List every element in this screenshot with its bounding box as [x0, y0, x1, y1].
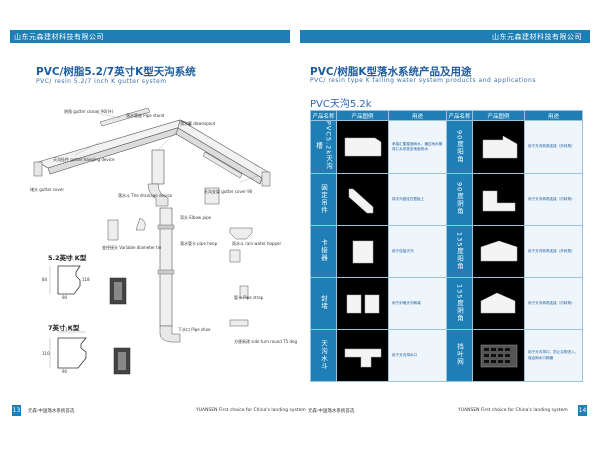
label-footer-note: 方便易改 side turn round 75 deg	[234, 339, 298, 344]
footer-right-english: YUANSEN First choice for China's landing…	[458, 408, 568, 413]
product-use: 用于天沟转角连接（外转角）	[524, 225, 583, 278]
label-drain-bracket: 天沟支架 gutter cover 90	[204, 189, 253, 194]
product-name: 挡叶网	[446, 329, 473, 382]
page-number-right: 14	[578, 405, 587, 416]
table-header-row: 产品名称 产品图例 用途 产品名称 产品图例 用途	[310, 110, 583, 121]
footer-right-slogan: 元森·中国落水系统首选	[308, 409, 355, 414]
product-use: 用于天沟排水口	[388, 329, 447, 382]
product-name: 135度阴角	[446, 277, 473, 330]
header-bar-right	[300, 30, 590, 43]
product-use: 用于天沟排口，防止杂物进入，保证雨水口畅通	[524, 329, 583, 382]
header-use-1: 用途	[388, 110, 447, 121]
dim-7-bottom: 90	[62, 369, 68, 374]
right-page-subtitle: PVC/ resin type K falling water system p…	[310, 77, 536, 84]
product-table: 产品名称 产品图例 用途 产品名称 产品图例 用途 PVC5.2k天沟槽 承接汇…	[310, 110, 583, 382]
footer-left-slogan: 元森·中国落水系统首选	[28, 409, 75, 414]
label-outlet: 落水斗 The drainage device	[118, 193, 173, 198]
product-image	[336, 120, 389, 174]
label-downspout: 落水管 downspout	[180, 121, 216, 126]
label-elbow: 弯头 Elbow pipe	[180, 215, 212, 220]
dim-7-top: 175	[65, 327, 73, 332]
leaf-guard-grid	[480, 344, 517, 367]
product-use: 用于天沟转角连接（内转角）	[524, 173, 583, 226]
left-page-title: PVC/树脂5.2/7英寸K型天沟系统	[36, 66, 196, 78]
label-gutter-hanging: 天沟挂件 gutter hanging device	[53, 157, 115, 162]
dim-52-right: 118	[82, 277, 90, 282]
product-name: 135度阳角	[446, 225, 473, 278]
table-row: 卡接器 用于连接天沟 135度阳角 用于天沟转角连接（外转角）	[310, 225, 583, 278]
header-bar-left	[10, 30, 290, 43]
label-shoe: 下水口 Pipe shoe	[178, 327, 211, 332]
product-name: 90度阴角	[446, 173, 473, 226]
table-row: PVC5.2k天沟槽 承接汇集屋面雨水，通过雨水管将汇水排放至地面排水 90度阳…	[310, 120, 583, 174]
product-name: 卡接器	[310, 225, 337, 278]
header-name-1: 产品名称	[310, 110, 337, 121]
label-gutter-cover: 堵头 gutter cover	[30, 187, 64, 192]
k52-heading: 5.2英寸 K型	[48, 254, 87, 262]
k7-heading: 7英寸 K型	[48, 324, 80, 332]
product-use: 用于天沟转角连接（外转角）	[524, 120, 583, 174]
header-use-2: 用途	[524, 110, 583, 121]
product-name: PVC5.2k天沟槽	[310, 120, 337, 174]
product-name: 90度阳角	[446, 120, 473, 174]
product-name: 固定吊件	[310, 173, 337, 226]
table-row: 封堵 用于封堵天沟两端 135度阴角 用于天沟转角连接（内转角）	[310, 277, 583, 330]
company-banner-right: 山东元森建材科技有限公司	[492, 33, 582, 41]
label-strap: 管卡 Pipe strap	[234, 295, 264, 300]
product-image	[336, 277, 389, 330]
right-page-title: PVC/树脂K型落水系统产品及用途	[310, 66, 472, 78]
footer-left-english: YUANSEN First choice for China's landing…	[196, 408, 306, 413]
company-banner-left: 山东元森建材科技有限公司	[14, 33, 104, 41]
product-image	[336, 173, 389, 226]
label-reducer: 变径接头 Variable diameter tie	[102, 245, 162, 250]
header-image-2: 产品图例	[472, 110, 525, 121]
table-row: 天沟水斗 用于天沟排水口 挡叶网 用于天沟排口，防止杂物进入，保证雨水口畅通	[310, 329, 583, 382]
dim-52-top: 138	[65, 255, 73, 260]
label-hopper: 雨水斗 rain water hopper	[232, 241, 282, 246]
product-use: 用于天沟转角连接（内转角）	[524, 277, 583, 330]
gutter-system-diagram: 阴角 gutter corner 90(外) 落水管座 Pipe stand 落…	[30, 100, 297, 390]
dim-52-bottom: 90	[62, 295, 68, 300]
dim-52-side: 84	[42, 277, 48, 282]
label-gutter-corner: 阴角 gutter corner 90(外)	[64, 109, 114, 114]
product-name: 天沟水斗	[310, 329, 337, 382]
product-image	[472, 173, 525, 226]
dim-7-side: 110	[42, 351, 50, 356]
product-image	[472, 329, 525, 382]
product-image	[336, 329, 389, 382]
table-row: 固定吊件 将天沟固定在檐板上 90度阴角 用于天沟转角连接（内转角）	[310, 173, 583, 226]
left-page-subtitle: PVC/ resin 5.2/7 inch K gutter system	[36, 78, 167, 85]
product-image	[336, 225, 389, 278]
product-image	[472, 120, 525, 174]
product-name: 封堵	[310, 277, 337, 330]
gutter-illustration	[33, 107, 271, 375]
header-name-2: 产品名称	[446, 110, 473, 121]
product-use: 用于封堵天沟两端	[388, 277, 447, 330]
label-pipe-hoop: 落水管卡 pipe hoop	[180, 241, 218, 246]
product-image	[472, 277, 525, 330]
product-use: 用于连接天沟	[388, 225, 447, 278]
product-image	[472, 225, 525, 278]
product-use: 承接汇集屋面雨水，通过雨水管将汇水排放至地面排水	[388, 120, 447, 174]
label-tube-stand: 落水管座 Pipe stand	[126, 113, 165, 118]
page-number-left: 13	[12, 405, 21, 416]
section-heading: PVC天沟5.2k	[310, 99, 372, 110]
product-use: 将天沟固定在檐板上	[388, 173, 447, 226]
header-image-1: 产品图例	[336, 110, 389, 121]
